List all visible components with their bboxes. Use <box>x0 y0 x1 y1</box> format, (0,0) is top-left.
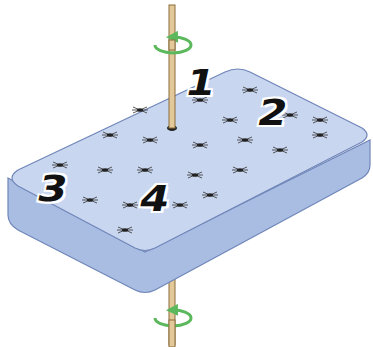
bug <box>52 162 68 168</box>
bug <box>137 167 153 173</box>
bug <box>312 132 328 138</box>
bug <box>122 202 138 208</box>
bug <box>232 167 248 173</box>
bug <box>82 197 98 203</box>
bug <box>142 137 158 143</box>
bug <box>117 227 133 233</box>
bug <box>97 167 113 173</box>
bug <box>187 172 203 178</box>
rotation-arrow <box>155 37 191 53</box>
bug <box>272 147 288 153</box>
axis-rod <box>169 5 175 128</box>
bug-group <box>52 87 328 233</box>
bug <box>132 107 148 113</box>
axis-rod <box>169 320 175 347</box>
bug <box>172 202 188 208</box>
bug <box>192 142 208 148</box>
bug <box>312 117 328 123</box>
bug <box>222 117 238 123</box>
bug <box>237 137 253 143</box>
bug <box>242 87 258 93</box>
bug <box>102 132 118 138</box>
bug <box>202 192 218 198</box>
axis-rod <box>169 40 175 50</box>
